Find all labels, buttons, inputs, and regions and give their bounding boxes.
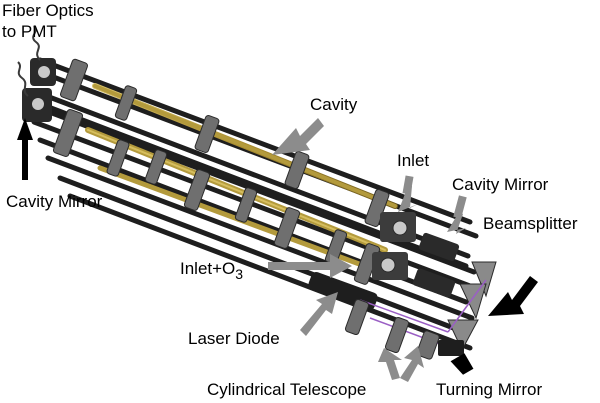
cavity-mirror-left-arrow-shaft	[22, 138, 28, 180]
inlet-o3-arrow	[268, 254, 352, 278]
cavity-mirror-left-arrow	[17, 118, 33, 140]
cavity-label: Cavity	[310, 95, 358, 114]
instrument-assembly	[17, 25, 497, 360]
fiber-optics-label-line2: to PMT	[2, 22, 57, 41]
inlet-o3-label: Inlet+O3	[180, 259, 243, 282]
left-mirror-mount	[22, 58, 56, 122]
telescope-arrow-right	[400, 346, 424, 382]
lower-clamps	[344, 298, 440, 360]
inlet-o3-label-main: Inlet+O	[180, 259, 235, 278]
turning-mirror-arrow	[450, 353, 474, 375]
pointer-arrows	[17, 118, 538, 382]
telescope-arrow-left	[378, 348, 402, 380]
inlet-label: Inlet	[397, 151, 429, 170]
beamsplitter-arrow	[488, 276, 538, 316]
fiber-optic-cables	[17, 25, 41, 97]
beamsplitter-label: Beamsplitter	[483, 214, 578, 233]
cavity-mirror-right-label: Cavity Mirror	[452, 175, 549, 194]
laser-diode-label: Laser Diode	[188, 329, 280, 348]
turning-mirror-block	[438, 340, 464, 356]
labels: Fiber Optics to PMT Cavity Mirror Cavity…	[2, 1, 578, 399]
inlet-arrow	[398, 186, 418, 212]
fiber-optics-label-line1: Fiber Optics	[2, 1, 94, 20]
laser-diode-arrow	[300, 292, 338, 336]
cavity-tubes	[85, 83, 398, 271]
cylindrical-telescope-label: Cylindrical Telescope	[207, 380, 366, 399]
turning-mirror-label: Turning Mirror	[436, 380, 542, 399]
right-optics-block	[372, 212, 460, 298]
cavity-mirror-left-label: Cavity Mirror	[6, 192, 103, 211]
cavity-arrow	[272, 118, 324, 155]
prism-plates	[447, 261, 497, 352]
inlet-o3-label-subscript: 3	[235, 266, 243, 282]
